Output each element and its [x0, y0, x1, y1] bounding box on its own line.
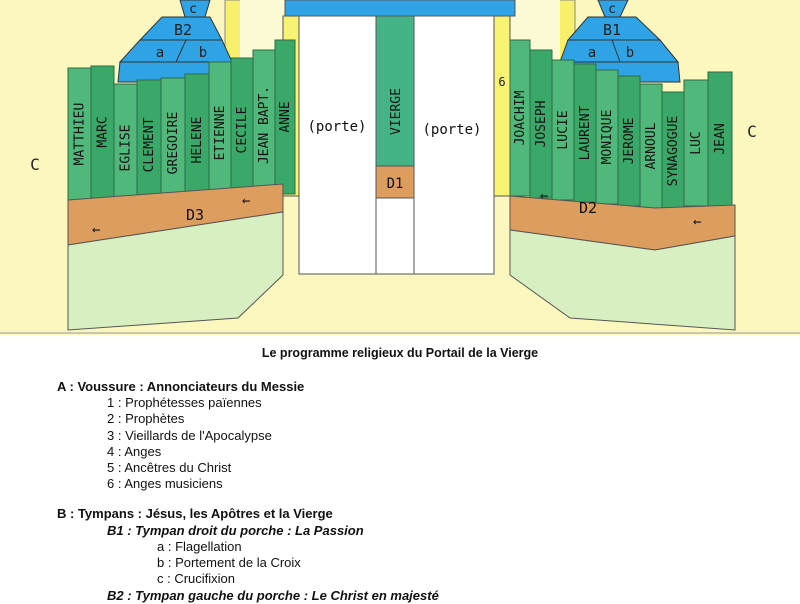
left-gable-low [118, 39, 233, 63]
left-band-arrow-2: ← [242, 193, 250, 209]
right-six-band [493, 15, 511, 197]
right-gable-b1: B1 [603, 21, 621, 39]
right-panel-label: JOACHIM [513, 90, 528, 145]
left-panel-label: ETIENNE [213, 106, 228, 161]
right-gable-divider [611, 39, 621, 63]
right-door [413, 15, 495, 275]
left-c-label: C [30, 155, 40, 174]
left-panel-label: MATTHIEU [73, 103, 88, 166]
right-band-arrow-2: ← [693, 214, 701, 230]
section-b-title: B : Tympans : Jésus, les Apôtres et la V… [57, 505, 333, 521]
left-panel-label: MARC [96, 116, 111, 147]
right-panel-label: LUCIE [556, 110, 571, 149]
right-panel [707, 71, 733, 207]
trumeau-base [375, 165, 415, 199]
left-band-arrow-1: ← [92, 222, 100, 238]
b1-item: b : Portement de la Croix [157, 554, 301, 570]
left-panel-label: CLEMENT [142, 117, 157, 172]
right-gable-a: a [588, 45, 596, 61]
section-a-title: A : Voussure : Annonciateurs du Messie [57, 379, 305, 394]
section-a-item: 2 : Prophètes [107, 411, 185, 427]
right-panel-label: ARNOUL [644, 122, 659, 169]
section-a-item: 6 : Anges musiciens [107, 476, 223, 492]
right-panel-label: LUC [689, 131, 704, 154]
right-panel-label: LAURENT [578, 105, 593, 160]
right-band-label: D2 [579, 199, 597, 217]
trumeau-base-label: D1 [387, 176, 404, 192]
section-a-item: 1 : Prophétesses païennes [107, 395, 262, 410]
right-c-label: C [747, 122, 757, 141]
right-band-arrow-1: ← [540, 188, 548, 204]
right-door-label: (porte) [422, 122, 481, 138]
left-panel-label: HELENE [190, 117, 205, 164]
left-band-label: D3 [186, 206, 204, 224]
left-panel [136, 79, 162, 211]
right-gable-c: c [608, 2, 616, 17]
left-panel-label: GREGOIRE [166, 112, 181, 175]
right-panel-label: JEAN [713, 123, 728, 154]
section-a-item: 4 : Anges [107, 443, 162, 459]
portal-diagram: c B2 a b c B1 a b 6 6 MATTHIEUMARCEGLISE… [0, 0, 800, 335]
section-a-item: 3 : Vieillards de l'Apocalypse [107, 427, 272, 443]
left-panel-label: ANNE [278, 101, 293, 132]
left-panel-label: EGLISE [119, 125, 134, 172]
right-panel-label: JEROME [622, 118, 637, 165]
right-gable-b: b [626, 45, 634, 61]
legend: A : Voussure : Annonciateurs du Messie 1… [57, 378, 777, 604]
section-a-item: 5 : Ancêtres du Christ [107, 460, 232, 476]
left-panel-label: CECILE [235, 107, 250, 154]
b2-title: B2 : Tympan gauche du porche : Le Christ… [107, 587, 439, 603]
b1-title: B1 : Tympan droit du porche : La Passion [107, 522, 364, 538]
right-panel-label: SYNAGOGUE [666, 116, 681, 186]
diagram-caption: Le programme religieux du Portail de la … [261, 346, 539, 360]
right-base [509, 229, 736, 331]
right-panel-label: MONIQUE [600, 110, 615, 165]
left-door-label: (porte) [307, 119, 366, 135]
right-panel-label: JOSEPH [534, 101, 549, 148]
left-gable-a: a [156, 45, 164, 61]
trumeau-label: VIERGE [389, 88, 404, 135]
left-base [67, 211, 284, 331]
left-door [298, 15, 377, 275]
left-panel [274, 39, 296, 195]
left-panel [184, 73, 210, 207]
right-six: 6 [498, 75, 505, 89]
b1-item: a : Flagellation [157, 538, 242, 554]
left-gable-c: c [189, 2, 197, 17]
left-panel-label: JEAN BAPT. [257, 86, 272, 164]
left-gable-b: b [199, 45, 207, 61]
right-panel-group: JOACHIM JOSEPH LUCIE LAURENT MONIQUE JEROME AR… [509, 39, 733, 211]
left-gable-divider [175, 39, 187, 63]
left-gable-b2: B2 [174, 21, 192, 39]
central-tympan [284, 0, 516, 17]
trumeau-pillar [375, 197, 415, 275]
left-panel [160, 77, 186, 209]
b1-item: c : Crucifixion [157, 570, 236, 586]
